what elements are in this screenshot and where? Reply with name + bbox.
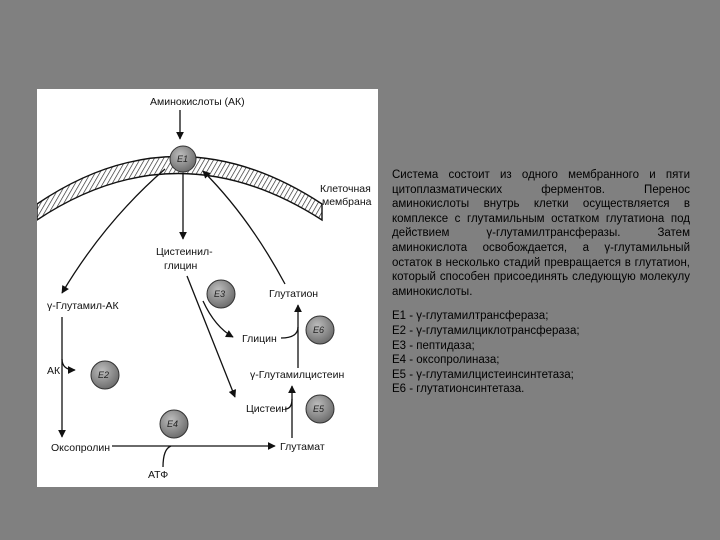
oxoproline-label: Оксопролин (51, 442, 110, 454)
enzyme-e6: E6 (305, 315, 335, 345)
membrane-label-line1: Клеточная (320, 183, 371, 195)
arrow-glutathione-to-e1 (202, 170, 286, 285)
gamma-glutamylcysteine-label: γ-Глутамилцистеин (250, 369, 344, 381)
enzyme-e1: E1 (169, 145, 197, 173)
cysteinylglycine-label-line1: Цистеинил- (156, 246, 213, 258)
enzyme-e4: E4 (159, 409, 189, 439)
arrow-cysteinylglycine-to-cysteine (186, 275, 237, 398)
description-text: Система состоит из одного мембранного и … (392, 169, 690, 298)
membrane-label-line2: мембрана (322, 196, 372, 208)
glycine-label: Глицин (242, 333, 277, 345)
pathway-diagram: Аминокислоты (АК) Клеточная мембрана Цис… (37, 96, 372, 481)
amino-acids-label: Аминокислоты (АК) (150, 96, 245, 108)
ak-label: АК (47, 365, 61, 377)
legend-item-e5: E5 - γ-глутамилцистеинсинтетаза; (392, 368, 574, 381)
cell-membrane (37, 155, 323, 222)
enzyme-legend: E1 - γ-глутамилтрансфераза; E2 - γ-глута… (392, 309, 690, 397)
svg-text:E4: E4 (167, 419, 178, 429)
svg-text:E3: E3 (214, 289, 225, 299)
diagram-panel: Аминокислоты (АК) Клеточная мембрана Цис… (37, 89, 378, 487)
atp-label: АТФ (148, 469, 168, 481)
legend-item-e4: E4 - оксопролиназа; (392, 354, 500, 367)
arrow-e1-to-gamma-glutamyl-ak (61, 168, 166, 294)
svg-text:E6: E6 (313, 325, 324, 335)
legend-item-e2: E2 - γ-глутамилциклотрансфераза; (392, 324, 580, 337)
svg-text:E2: E2 (98, 370, 109, 380)
glutathione-label: Глутатион (269, 288, 318, 300)
arrow-e2-to-ak (61, 358, 76, 374)
cysteinylglycine-label-line2: глицин (164, 260, 197, 272)
svg-text:E1: E1 (177, 154, 188, 164)
cysteine-label: Цистеин (246, 403, 287, 415)
arrow-e3-to-glycine (202, 300, 234, 338)
legend-item-e6: E6 - глутатионсинтетаза. (392, 383, 525, 396)
glutamate-label: Глутамат (280, 441, 325, 453)
arrow-atp-to-e4 (162, 445, 172, 468)
enzyme-e3: E3 (206, 279, 236, 309)
legend-item-e1: E1 - γ-глутамилтрансфераза; (392, 310, 549, 323)
enzyme-e5: E5 (305, 394, 335, 424)
arrow-cysteine-to-e5 (284, 398, 293, 410)
description-panel: Система состоит из одного мембранного и … (392, 168, 690, 397)
svg-text:E5: E5 (313, 404, 325, 414)
arrow-glycine-to-e6 (280, 326, 299, 339)
gamma-glutamyl-ak-label: γ-Глутамил-АК (47, 300, 119, 312)
legend-item-e3: E3 - пептидаза; (392, 339, 475, 352)
enzyme-e2: E2 (90, 360, 120, 390)
